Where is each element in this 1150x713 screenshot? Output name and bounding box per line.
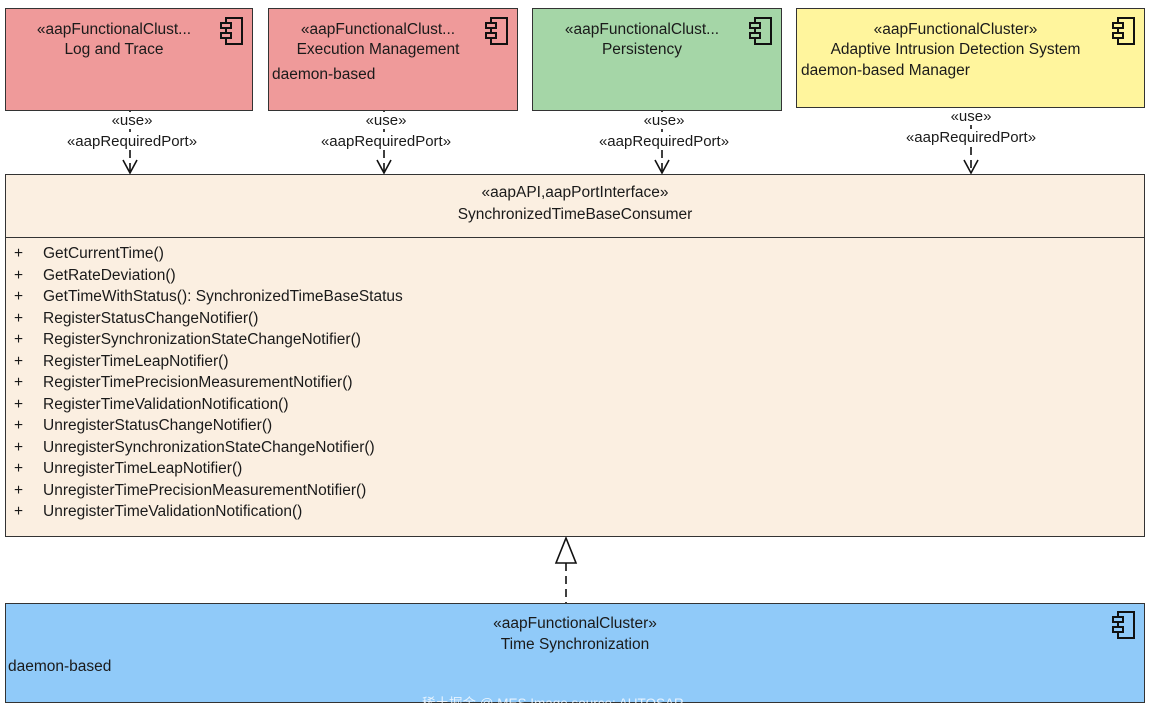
- visibility-marker: +: [14, 245, 24, 262]
- realization-triangle: [554, 535, 578, 564]
- port-label-execution-management: «aapRequiredPort»: [304, 133, 468, 150]
- operation-name: UnregisterTimeValidationNotification(): [43, 503, 303, 520]
- use-label-log-trace: «use»: [100, 112, 164, 129]
- port-label-log-trace: «aapRequiredPort»: [50, 133, 214, 150]
- arrowhead-execution-management: [376, 159, 392, 175]
- operation-item: + UnregisterTimePrecisionMeasurementNotif…: [12, 480, 403, 502]
- cluster-execution-management[interactable]: «aapFunctionalClust... Execution Managem…: [268, 8, 518, 111]
- visibility-marker: +: [14, 481, 24, 499]
- operation-name: RegisterStatusChangeNotifier(): [43, 309, 259, 327]
- arrowhead-log-trace: [122, 159, 138, 175]
- operation-item: + RegisterTimePrecisionMeasurementNotifie…: [12, 372, 403, 394]
- operation-name: RegisterTimeValidationNotification(): [43, 395, 289, 413]
- operation-item: + GetTimeWithStatus(): SynchronizedTimeBa…: [12, 286, 403, 308]
- operation-item: + UnregisterTimeLeapNotifier(): [12, 458, 403, 480]
- operation-name: RegisterSynchronizationStateChangeNotifi…: [43, 331, 361, 348]
- component-icon: [485, 17, 508, 45]
- operation-item: + RegisterTimeValidationNotification(): [12, 394, 403, 416]
- use-label-execution-management: «use»: [354, 112, 418, 129]
- operation-name: UnregisterTimePrecisionMeasurementNotifi…: [43, 481, 367, 499]
- component-icon: [749, 17, 772, 45]
- operation-name: RegisterTimeLeapNotifier(): [43, 352, 229, 370]
- cluster-name: Adaptive Intrusion Detection System: [830, 41, 1081, 58]
- cluster-log-and-trace[interactable]: «aapFunctionalClust... Log and Trace: [5, 8, 253, 111]
- use-label-intrusion-detection: «use»: [939, 108, 1003, 125]
- component-icon: [1112, 611, 1135, 639]
- operation-name: GetTimeWithStatus(): SynchronizedTimeBas…: [43, 288, 403, 305]
- visibility-marker: +: [14, 266, 24, 284]
- operation-name: GetRateDeviation(): [43, 266, 176, 284]
- cluster-stereotype: «aapFunctionalClust...: [300, 21, 456, 38]
- visibility-marker: +: [14, 417, 24, 434]
- port-label-intrusion-detection: «aapRequiredPort»: [889, 129, 1053, 146]
- watermark: 稀土掘金 @ MES Image source: AUTOSAR: [422, 696, 684, 711]
- visibility-marker: +: [14, 503, 24, 520]
- operation-item: + GetRateDeviation(): [12, 265, 403, 287]
- interface-name: SynchronizedTimeBaseConsumer: [457, 206, 693, 223]
- visibility-marker: +: [14, 309, 24, 327]
- cluster-name: Persistency: [601, 41, 683, 58]
- interface-header: «aapAPI,aapPortInterface» SynchronizedTi…: [6, 175, 1144, 238]
- operation-name: RegisterTimePrecisionMeasurementNotifier…: [43, 374, 353, 391]
- arrowhead-persistency: [654, 159, 670, 175]
- interface-synchronized-time-base-consumer[interactable]: «aapAPI,aapPortInterface» SynchronizedTi…: [5, 174, 1145, 537]
- operation-item: + UnregisterTimeValidationNotification(): [12, 501, 403, 523]
- visibility-marker: +: [14, 395, 24, 413]
- operation-name: UnregisterSynchronizationStateChangeNoti…: [43, 438, 375, 456]
- visibility-marker: +: [14, 374, 24, 391]
- operation-name: GetCurrentTime(): [43, 245, 164, 262]
- visibility-marker: +: [14, 352, 24, 370]
- component-icon: [1112, 17, 1135, 45]
- operation-item: + UnregisterSynchronizationStateChangeNot…: [12, 437, 403, 459]
- port-label-persistency: «aapRequiredPort»: [582, 133, 746, 150]
- operation-name: UnregisterTimeLeapNotifier(): [43, 460, 243, 477]
- visibility-marker: +: [14, 460, 24, 477]
- operation-item: + RegisterTimeLeapNotifier(): [12, 351, 403, 373]
- cluster-time-synchronization[interactable]: «aapFunctionalCluster» Time Synchronizat…: [5, 603, 1145, 703]
- visibility-marker: +: [14, 288, 24, 305]
- cluster-note: daemon-based Manager: [801, 62, 970, 79]
- use-label-persistency: «use»: [632, 112, 696, 129]
- visibility-marker: +: [14, 331, 24, 348]
- cluster-stereotype: «aapFunctionalCluster»: [873, 21, 1038, 38]
- cluster-name: Log and Trace: [64, 41, 164, 58]
- operation-item: + RegisterStatusChangeNotifier(): [12, 308, 403, 330]
- cluster-note: daemon-based: [272, 66, 376, 83]
- cluster-stereotype: «aapFunctionalClust...: [564, 21, 720, 38]
- cluster-intrusion-detection[interactable]: «aapFunctionalCluster» Adaptive Intrusio…: [796, 8, 1145, 108]
- operation-item: + GetCurrentTime(): [12, 243, 403, 265]
- provider-stereotype: «aapFunctionalCluster»: [493, 615, 657, 632]
- component-icon: [220, 17, 243, 45]
- operations-list: + GetCurrentTime() + GetRateDeviation() + Get…: [12, 243, 403, 523]
- visibility-marker: +: [14, 438, 24, 456]
- operation-name: UnregisterStatusChangeNotifier(): [43, 417, 273, 434]
- interface-stereotype: «aapAPI,aapPortInterface»: [481, 184, 669, 201]
- provider-name: Time Synchronization: [500, 636, 650, 653]
- cluster-stereotype: «aapFunctionalClust...: [36, 21, 192, 38]
- arrowhead-intrusion-detection: [963, 159, 979, 175]
- cluster-persistency[interactable]: «aapFunctionalClust... Persistency: [532, 8, 782, 111]
- operation-item: + RegisterSynchronizationStateChangeNotif…: [12, 329, 403, 351]
- provider-note: daemon-based: [8, 658, 112, 675]
- cluster-name: Execution Management: [296, 41, 460, 58]
- operation-item: + UnregisterStatusChangeNotifier(): [12, 415, 403, 437]
